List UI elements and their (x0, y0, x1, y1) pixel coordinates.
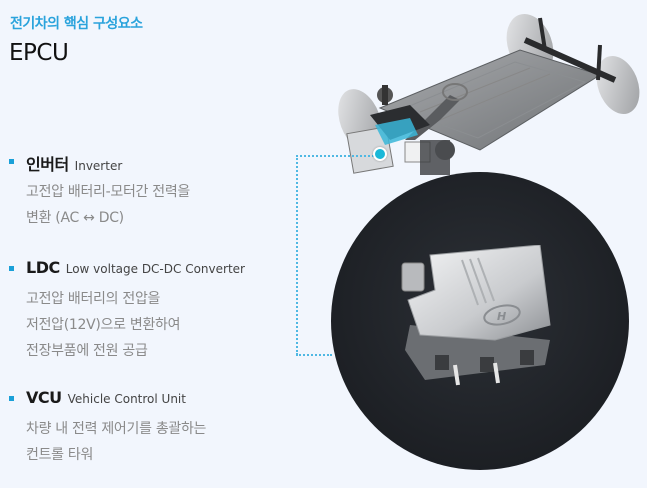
item-subtitle: Low voltage DC-DC Converter (65, 262, 245, 276)
connector-line (296, 155, 378, 157)
item-description: 고전압 배터리-모터간 전력을 변환 (AC ↔ DC) (26, 179, 190, 231)
desc-line: 고전압 배터리-모터간 전력을 (26, 184, 191, 200)
item-title: LDC (26, 258, 60, 277)
square-bullet-icon (9, 159, 14, 164)
item-title: VCU (26, 388, 62, 407)
item-title: 인버터 (26, 155, 69, 174)
desc-line: 전장부품에 전원 공급 (26, 343, 148, 359)
ev-chassis-image (338, 14, 640, 175)
item-subtitle: Vehicle Control Unit (67, 392, 186, 406)
desc-line: 차량 내 전력 제어기를 총괄하는 (26, 421, 207, 437)
desc-line: 변환 (AC ↔ DC) (26, 210, 124, 226)
connector-line (296, 155, 298, 355)
item-description: 고전압 배터리의 전압을 저전압(12V)으로 변환하여 전장부품에 전원 공급 (26, 286, 180, 364)
desc-line: 컨트롤 타워 (26, 447, 94, 463)
desc-line: 저전압(12V)으로 변환하여 (26, 317, 181, 333)
desc-line: 고전압 배터리의 전압을 (26, 291, 161, 307)
connector-line (296, 354, 332, 356)
svg-text:H: H (497, 310, 506, 323)
epcu-unit-image: H (401, 245, 551, 386)
item-description: 차량 내 전력 제어기를 총괄하는 컨트롤 타워 (26, 416, 206, 468)
square-bullet-icon (9, 396, 14, 401)
epcu-location-hotspot[interactable] (373, 147, 387, 161)
page-title: EPCU (9, 40, 69, 66)
square-bullet-icon (9, 266, 14, 271)
item-subtitle: Inverter (74, 159, 123, 173)
section-subtitle: 전기차의 핵심 구성요소 (10, 16, 143, 32)
